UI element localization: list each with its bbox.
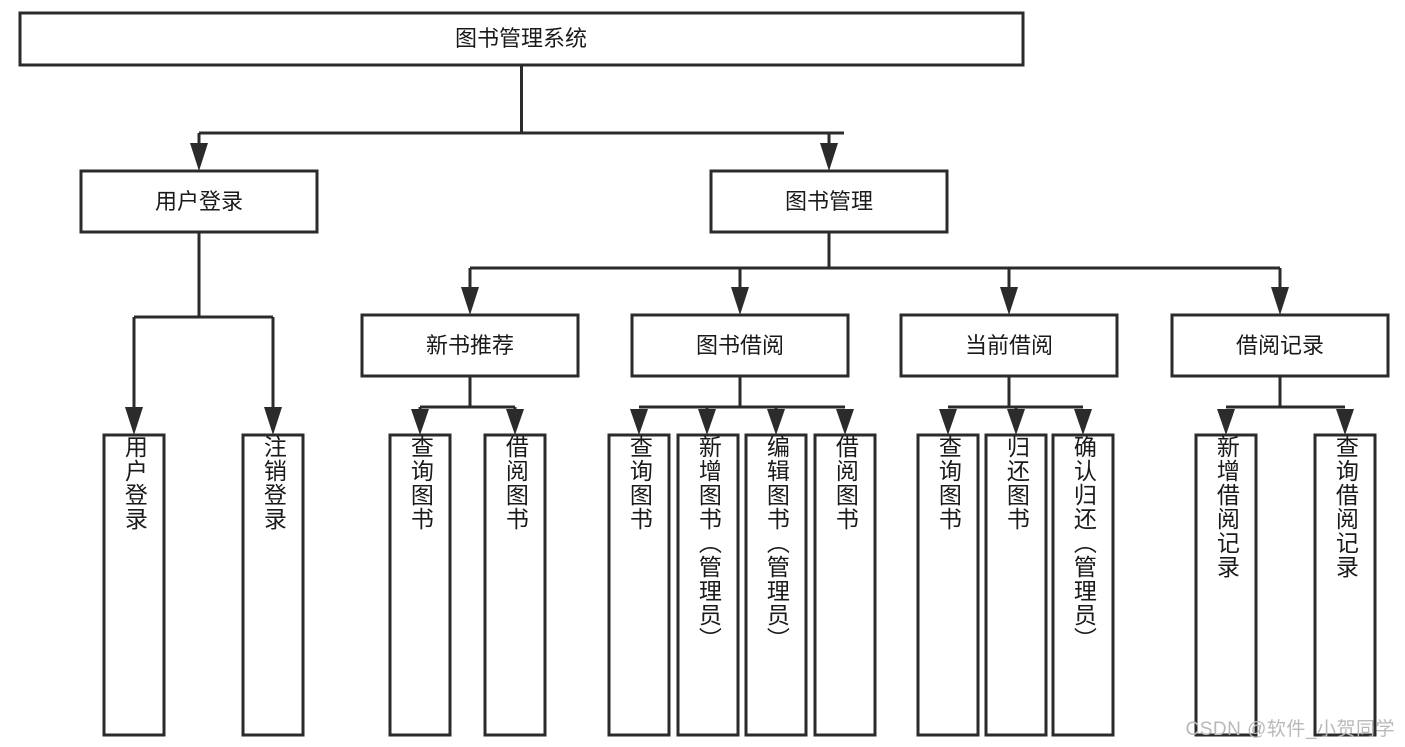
node-leaf-box[interactable] <box>1051 433 1115 737</box>
node-new-book-recommend-box[interactable] <box>360 313 580 378</box>
node-user-login[interactable]: 用户登录 <box>79 169 319 234</box>
node-leaf-box[interactable] <box>483 433 547 737</box>
node-new-book-recommend-label: 新书推荐 <box>426 333 514 358</box>
arrow-head-icon <box>506 409 524 435</box>
arrow-head-icon <box>698 409 716 435</box>
watermark-text: CSDN @软件_小贺同学 <box>1185 719 1395 740</box>
arrow-head-icon <box>411 409 429 435</box>
node-book-management[interactable]: 图书管理 <box>709 169 949 234</box>
arrow-head-icon <box>939 409 957 435</box>
node-book-borrow-box[interactable] <box>630 313 850 378</box>
node-leaf-box[interactable] <box>1313 433 1377 737</box>
arrow-head-icon <box>820 143 838 171</box>
arrow-head-icon <box>1000 287 1018 315</box>
arrow-head-icon <box>190 143 208 171</box>
node-leaf-box[interactable] <box>388 433 452 737</box>
arrow-head-icon <box>1336 409 1354 435</box>
node-user-login-box[interactable] <box>79 169 319 234</box>
node-leaf-box[interactable] <box>1194 433 1258 737</box>
node-leaf-box[interactable] <box>916 433 980 737</box>
arrow-head-icon <box>264 407 282 435</box>
node-leaf-box[interactable] <box>984 433 1048 737</box>
arrow-head-icon <box>1271 287 1289 315</box>
arrow-head-icon <box>731 287 749 315</box>
arrow-head-icon <box>836 409 854 435</box>
node-current-borrow-label: 当前借阅 <box>965 333 1053 358</box>
arrow-head-icon <box>630 409 648 435</box>
node-user-login-label: 用户登录 <box>155 189 243 214</box>
node-leaf-box[interactable] <box>102 433 166 737</box>
node-book-management-label: 图书管理 <box>785 189 873 214</box>
node-borrow-record-box[interactable] <box>1170 313 1390 378</box>
connector-group <box>125 65 1354 435</box>
node-leaf-box[interactable] <box>676 433 740 737</box>
node-book-borrow-label: 图书借阅 <box>696 333 784 358</box>
arrow-head-icon <box>1074 409 1092 435</box>
node-leaf-box[interactable] <box>744 433 808 737</box>
arrow-head-icon <box>767 409 785 435</box>
node-borrow-record-label: 借阅记录 <box>1236 333 1324 358</box>
node-root-box[interactable] <box>18 11 1025 67</box>
arrow-head-icon <box>125 407 143 435</box>
node-leaf-box[interactable] <box>241 433 305 737</box>
node-root-label: 图书管理系统 <box>455 26 587 51</box>
node-current-borrow-box[interactable] <box>899 313 1119 378</box>
node-root[interactable]: 图书管理系统 <box>18 11 1025 67</box>
arrow-head-icon <box>461 287 479 315</box>
node-book-management-box[interactable] <box>709 169 949 234</box>
node-book-borrow[interactable]: 图书借阅 <box>630 313 850 378</box>
node-leaf-box[interactable] <box>607 433 671 737</box>
node-borrow-record[interactable]: 借阅记录 <box>1170 313 1390 378</box>
arrow-head-icon <box>1217 409 1235 435</box>
node-leaf-box[interactable] <box>813 433 877 737</box>
node-current-borrow[interactable]: 当前借阅 <box>899 313 1119 378</box>
arrow-head-icon <box>1007 409 1025 435</box>
node-new-book-recommend[interactable]: 新书推荐 <box>360 313 580 378</box>
